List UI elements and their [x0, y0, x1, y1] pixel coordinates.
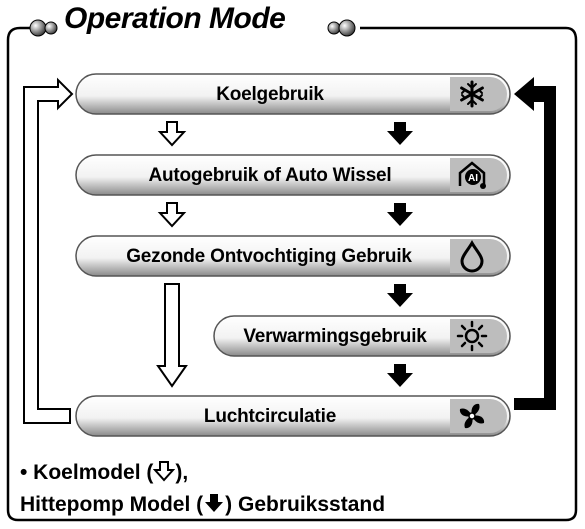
solid-arrow-2	[387, 203, 413, 226]
diagram-title: Operation Mode	[64, 2, 286, 35]
solid-arrow-legend-icon	[205, 494, 224, 512]
title-left-ornament	[29, 19, 58, 37]
solid-return-loop-body	[514, 77, 556, 410]
mode-pill-dehumidify	[75, 235, 511, 277]
solid-arrow-4	[387, 364, 413, 387]
solid-return-loop	[516, 78, 548, 410]
frame-border	[6, 26, 578, 522]
fan-icon	[459, 403, 485, 429]
outline-arrow-2	[157, 202, 187, 228]
mode-pill-auto	[75, 154, 511, 196]
legend-line-1-suffix: ),	[175, 461, 189, 484]
title-right-ornament	[327, 19, 356, 37]
outline-arrow-legend-icon	[153, 461, 176, 482]
snowflake-icon	[460, 80, 484, 108]
sun-icon	[456, 320, 488, 352]
solid-arrow-1	[387, 122, 413, 145]
droplet-icon	[460, 239, 484, 273]
outline-arrow-1	[157, 121, 187, 147]
solid-arrow-3	[387, 284, 413, 307]
mode-pill-cooling	[75, 73, 511, 115]
auto-ai-icon: AI	[458, 161, 486, 189]
legend-line-2-suffix: ) Gebruiksstand	[225, 493, 386, 516]
outline-return-loop	[23, 77, 74, 424]
outline-arrow-long	[156, 283, 188, 388]
mode-label-cooling: Koelgebruik	[216, 84, 324, 105]
mode-label-circulation: Luchtcirculatie	[203, 406, 337, 427]
legend-line-1: • Koelmodel (),	[20, 460, 188, 485]
svg-text:AI: AI	[468, 173, 478, 184]
legend-line-2: Hittepomp Model ( ) Gebruiksstand	[20, 492, 385, 517]
mode-label-heating: Verwarmingsgebruik	[243, 326, 427, 347]
legend-line-2-prefix: Hittepomp Model (	[20, 493, 204, 516]
mode-label-dehumidify: Gezonde Ontvochtiging Gebruik	[126, 246, 412, 267]
mode-label-auto: Autogebruik of Auto Wissel	[148, 165, 392, 186]
legend-line-1-prefix: • Koelmodel (	[20, 461, 154, 484]
